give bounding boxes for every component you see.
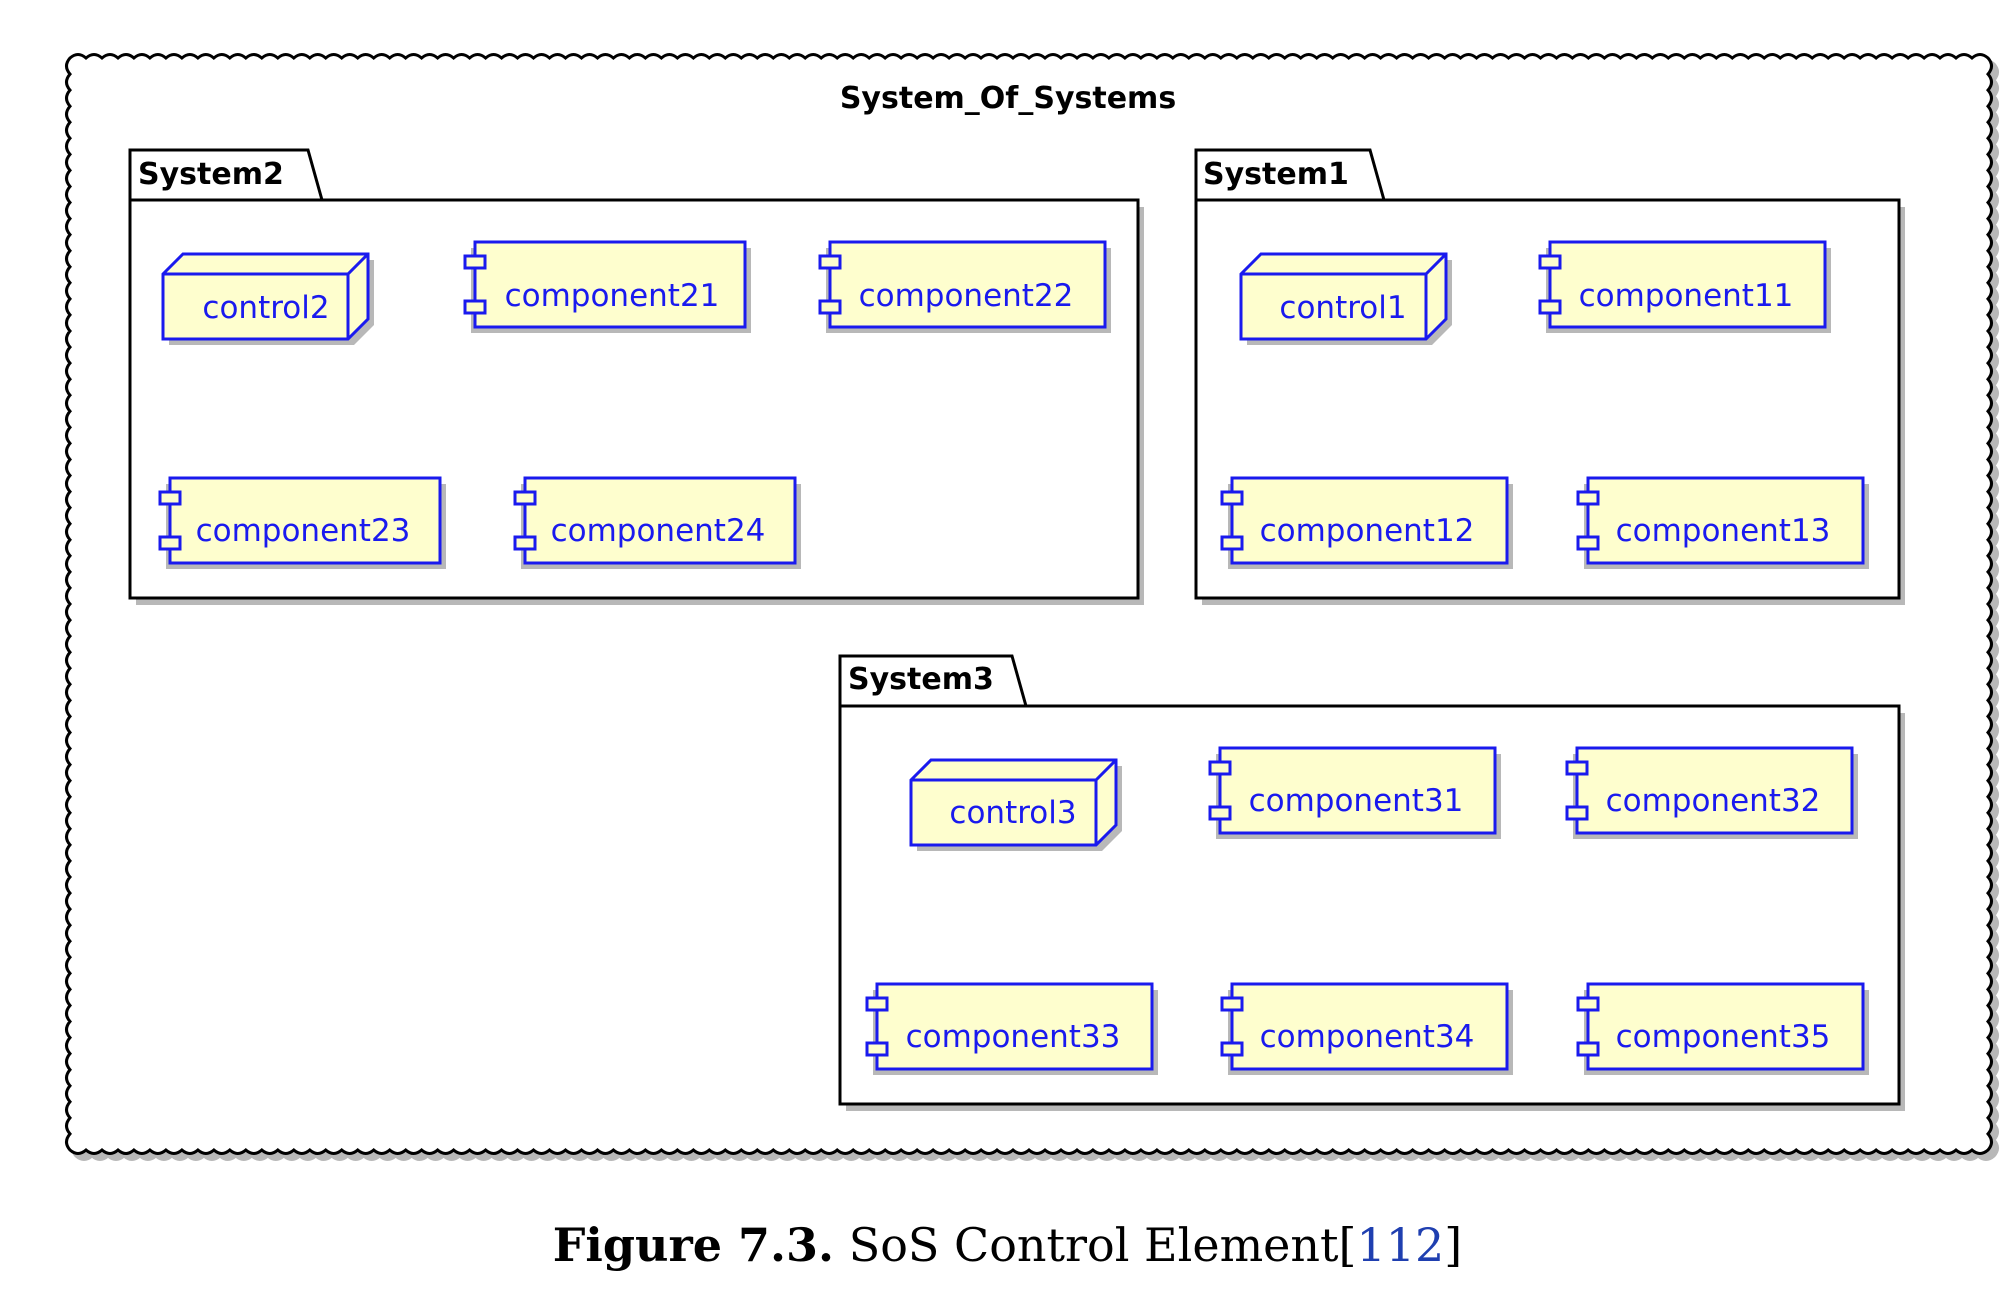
- package-tab: [1194, 148, 1386, 201]
- element-label: component23: [196, 513, 411, 549]
- component-component12[interactable]: component12: [1220, 476, 1513, 569]
- component-box: [1575, 746, 1854, 835]
- component-box: [1586, 476, 1865, 565]
- node-control1[interactable]: control1: [1239, 252, 1452, 345]
- caption-ref-link[interactable]: 112: [1356, 1218, 1445, 1272]
- component-component23[interactable]: component23: [158, 476, 446, 569]
- element-label: component34: [1260, 1019, 1475, 1055]
- component-box: [1586, 982, 1865, 1071]
- component-port-bottom: [818, 299, 842, 315]
- element-label: component31: [1249, 783, 1464, 819]
- component-port-top: [158, 490, 182, 506]
- package-title: System2: [138, 157, 284, 192]
- component-box: [523, 476, 797, 565]
- component-component22[interactable]: component22: [818, 240, 1111, 333]
- package-system2: System2 control2 component21 component22…: [128, 148, 1144, 605]
- component-port-top: [1220, 996, 1244, 1012]
- sos-diagram: System_Of_Systems System2 control2 compo…: [65, 53, 1999, 1161]
- component-port-bottom: [865, 1041, 889, 1057]
- component-component34[interactable]: component34: [1220, 982, 1513, 1075]
- component-port-bottom: [158, 535, 182, 551]
- component-port-bottom: [1538, 299, 1562, 315]
- package-tab: [838, 654, 1028, 707]
- element-label: component13: [1616, 513, 1831, 549]
- element-label: component12: [1260, 513, 1475, 549]
- component-component31[interactable]: component31: [1208, 746, 1501, 839]
- package-system1: System1 control1 component11 component12…: [1194, 148, 1905, 605]
- node-control2[interactable]: control2: [161, 252, 374, 345]
- package-system3: System3 control3 component31 component32…: [838, 654, 1905, 1111]
- node-control3[interactable]: control3: [909, 758, 1122, 851]
- component-component24[interactable]: component24: [513, 476, 801, 569]
- element-label: component22: [859, 278, 1074, 314]
- cloud-title: System_Of_Systems: [840, 81, 1176, 116]
- component-port-top: [463, 254, 487, 270]
- component-port-top: [1565, 760, 1589, 776]
- component-port-top: [1576, 996, 1600, 1012]
- element-label: component24: [551, 513, 766, 549]
- component-port-top: [865, 996, 889, 1012]
- caption-label: Figure 7.3.: [552, 1218, 835, 1272]
- component-component11[interactable]: component11: [1538, 240, 1831, 333]
- package-title: System1: [1203, 157, 1349, 192]
- component-port-bottom: [463, 299, 487, 315]
- caption-ref-close: ]: [1444, 1218, 1463, 1272]
- component-component33[interactable]: component33: [865, 982, 1158, 1075]
- component-port-top: [1220, 490, 1244, 506]
- caption-text: SoS Control Element: [848, 1218, 1339, 1272]
- component-component32[interactable]: component32: [1565, 746, 1858, 839]
- component-box: [828, 240, 1107, 329]
- component-component35[interactable]: component35: [1576, 982, 1869, 1075]
- node-edges: [1241, 252, 1448, 339]
- element-label: control3: [949, 795, 1076, 831]
- component-box: [875, 982, 1154, 1071]
- component-port-bottom: [513, 535, 537, 551]
- element-label: control1: [1279, 290, 1406, 326]
- component-port-top: [1208, 760, 1232, 776]
- component-port-top: [513, 490, 537, 506]
- caption-ref-open: [: [1338, 1218, 1357, 1272]
- package-tab: [128, 148, 324, 201]
- element-label: component35: [1616, 1019, 1831, 1055]
- component-box: [1218, 746, 1497, 835]
- component-port-top: [1538, 254, 1562, 270]
- component-port-bottom: [1220, 1041, 1244, 1057]
- component-box: [1230, 982, 1509, 1071]
- figure-caption: Figure 7.3. SoS Control Element[112]: [0, 1218, 2015, 1272]
- component-box: [1230, 476, 1509, 565]
- component-port-bottom: [1208, 805, 1232, 821]
- component-port-bottom: [1576, 1041, 1600, 1057]
- component-port-top: [818, 254, 842, 270]
- element-label: component11: [1579, 278, 1794, 314]
- element-label: component32: [1606, 783, 1821, 819]
- node-edges: [911, 758, 1118, 845]
- element-label: component21: [505, 278, 720, 314]
- element-label: component33: [906, 1019, 1121, 1055]
- component-component21[interactable]: component21: [463, 240, 751, 333]
- component-port-bottom: [1565, 805, 1589, 821]
- node-edges: [163, 252, 370, 339]
- component-box: [168, 476, 442, 565]
- component-component13[interactable]: component13: [1576, 476, 1869, 569]
- package-title: System3: [848, 662, 994, 697]
- component-port-bottom: [1220, 535, 1244, 551]
- component-port-top: [1576, 490, 1600, 506]
- component-box: [473, 240, 747, 329]
- component-port-bottom: [1576, 535, 1600, 551]
- element-label: control2: [202, 290, 329, 326]
- component-box: [1548, 240, 1827, 329]
